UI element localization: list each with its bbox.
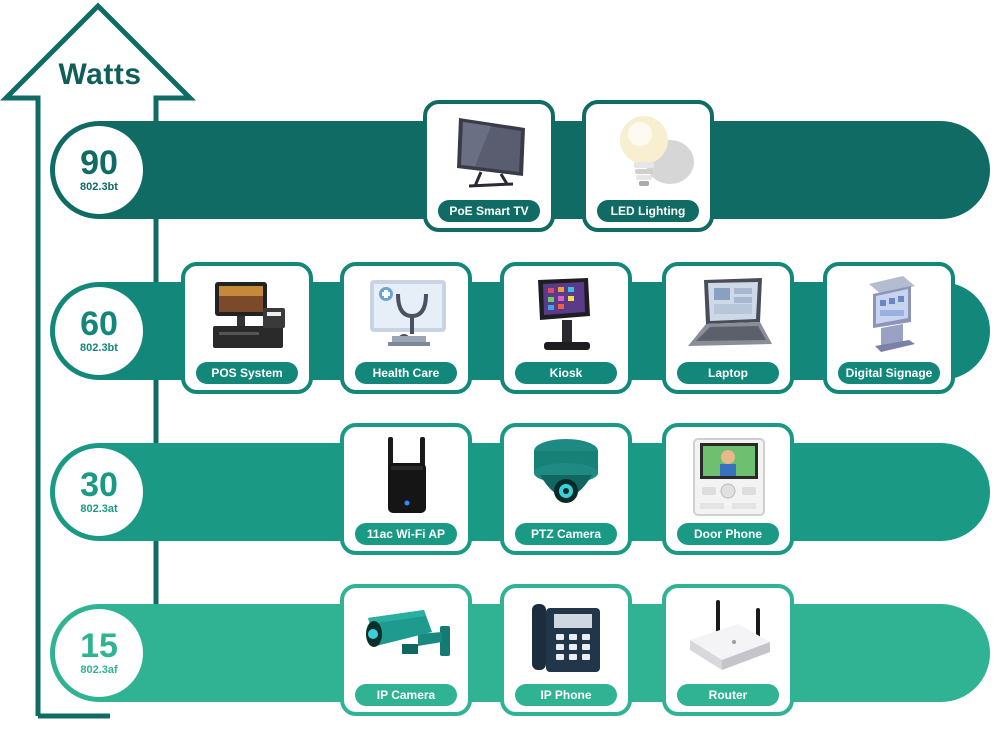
router-icon [690, 600, 770, 670]
signage-icon [869, 276, 915, 352]
tier-standard: 802.3af [80, 664, 118, 676]
device-label: Router [677, 684, 779, 706]
tier-watts: 30 [80, 466, 118, 504]
medical-monitor-icon [370, 280, 446, 346]
device-card-digital-signage: Digital Signage [823, 262, 955, 394]
device-label: IP Camera [355, 684, 457, 706]
tier-watts: 15 [80, 627, 118, 665]
device-card-laptop: Laptop [662, 262, 794, 394]
tier-standard: 802.3at [80, 503, 118, 515]
device-card-health-care: Health Care [340, 262, 472, 394]
device-card-ip-phone: IP Phone [500, 584, 632, 716]
device-card-poe-smart-tv: PoE Smart TV [423, 100, 555, 232]
device-label: Health Care [355, 362, 457, 384]
device-card-ip-camera: IP Camera [340, 584, 472, 716]
device-card-ptz-camera: PTZ Camera [500, 423, 632, 555]
tier-badge-90: 90 802.3bt [55, 126, 143, 214]
dome-camera-icon [534, 439, 598, 503]
device-label: 11ac Wi-Fi AP [355, 523, 457, 545]
desk-phone-icon [532, 604, 600, 672]
tier-watts: 60 [80, 305, 118, 343]
device-label: Laptop [677, 362, 779, 384]
device-label: Door Phone [677, 523, 779, 545]
laptop-icon [688, 278, 772, 346]
device-label: Kiosk [515, 362, 617, 384]
light-bulb-icon [620, 116, 694, 186]
device-label: PoE Smart TV [438, 200, 540, 222]
device-label: LED Lighting [597, 200, 699, 222]
tier-standard: 802.3bt [80, 181, 118, 193]
device-card-kiosk: Kiosk [500, 262, 632, 394]
device-card-pos-system: POS System [181, 262, 313, 394]
tv-icon [457, 118, 525, 188]
device-label: IP Phone [515, 684, 617, 706]
device-card-door-phone: Door Phone [662, 423, 794, 555]
device-card-router: Router [662, 584, 794, 716]
pos-terminal-icon [213, 282, 285, 348]
axis-title: Watts [58, 58, 142, 91]
tier-watts: 90 [80, 144, 118, 182]
device-label: Digital Signage [838, 362, 940, 384]
tier-standard: 802.3bt [80, 342, 118, 354]
door-phone-icon [693, 438, 765, 516]
tier-badge-30: 30 802.3at [55, 448, 143, 536]
device-label: POS System [196, 362, 298, 384]
device-card-led-lighting: LED Lighting [582, 100, 714, 232]
bullet-camera-icon [366, 610, 450, 656]
tier-badge-60: 60 802.3bt [55, 287, 143, 375]
device-label: PTZ Camera [515, 523, 617, 545]
kiosk-icon [538, 278, 590, 350]
wifi-ap-icon [388, 437, 426, 513]
tier-badge-15: 15 802.3af [55, 609, 143, 697]
device-card-11ac-wifi-ap: 11ac Wi-Fi AP [340, 423, 472, 555]
